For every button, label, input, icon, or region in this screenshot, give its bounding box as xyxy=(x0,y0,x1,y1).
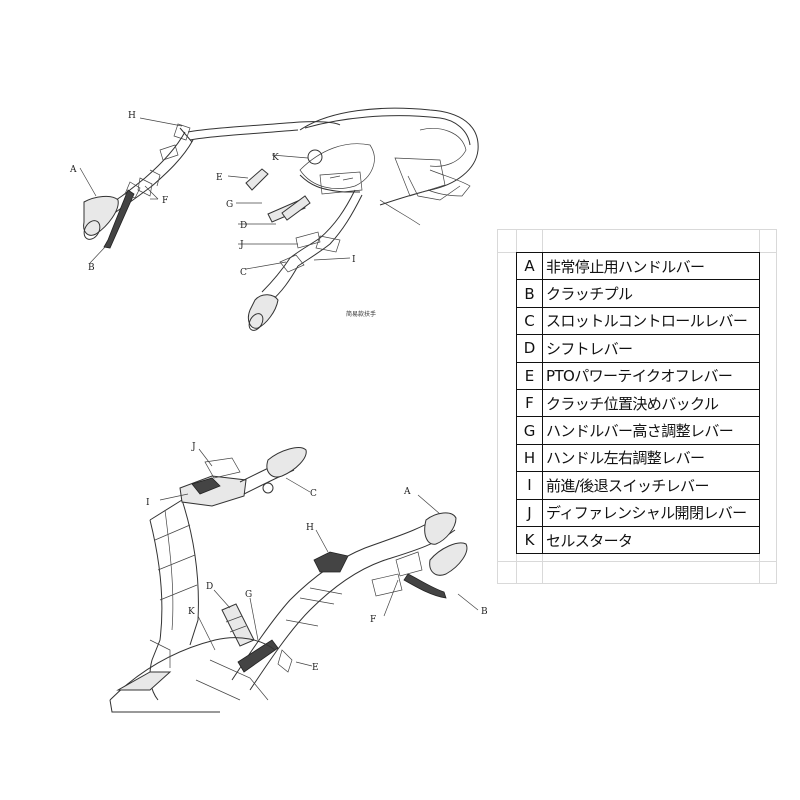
bottom-callout-J: J xyxy=(191,442,196,452)
bottom-callout-F: F xyxy=(370,615,376,625)
bottom-callout-A: A xyxy=(403,487,411,497)
bottom-tiller-handle-diagram: J I C A H D G K F B E xyxy=(109,442,488,713)
top-tiller-handle-diagram: H K E A F G D J B C I 简易款扶手 xyxy=(69,107,479,331)
legend-key: D xyxy=(516,334,543,363)
top-callout-A: A xyxy=(69,165,77,175)
bottom-callout-K: K xyxy=(188,607,195,617)
legend-key: H xyxy=(516,443,543,473)
top-callout-J: J xyxy=(239,240,244,250)
legend-label: ハンドルバー高さ調整レバー xyxy=(542,416,760,445)
legend-key: G xyxy=(516,416,543,445)
bottom-callout-E: E xyxy=(312,663,319,673)
legend-label: ディファレンシャル開閉レバー xyxy=(542,498,760,527)
legend-label: スロットルコントロールレバー xyxy=(542,306,760,336)
legend-label: ハンドル左右調整レバー xyxy=(542,443,760,473)
legend-key: C xyxy=(516,306,543,336)
top-callout-F: F xyxy=(162,196,168,206)
bottom-callout-G: G xyxy=(245,590,252,600)
top-callout-I: I xyxy=(352,255,356,265)
legend-label: シフトレバー xyxy=(542,334,760,363)
top-callout-E: E xyxy=(216,173,223,183)
legend-label: セルスタータ xyxy=(542,525,760,555)
legend-key: B xyxy=(516,279,543,308)
legend-key: F xyxy=(516,388,543,418)
bottom-callout-C: C xyxy=(310,489,317,499)
top-callout-H: H xyxy=(128,111,136,121)
legend-key: I xyxy=(516,471,543,500)
legend-label: 非常停止用ハンドルバー xyxy=(542,251,760,281)
bottom-callout-B: B xyxy=(481,607,488,617)
top-callout-K: K xyxy=(272,153,279,163)
legend-label: 前進/後退スイッチレバー xyxy=(542,471,760,500)
top-callout-G: G xyxy=(226,200,233,210)
top-callout-D: D xyxy=(240,221,247,231)
bottom-callout-H: H xyxy=(306,523,314,533)
legend-key: A xyxy=(516,251,543,281)
legend-key: K xyxy=(516,525,543,555)
legend-label: PTOパワーテイクオフレバー xyxy=(542,361,760,390)
top-callout-B: B xyxy=(88,263,95,273)
top-diagram-caption: 简易款扶手 xyxy=(346,310,376,318)
legend-key: E xyxy=(516,361,543,390)
legend-key: J xyxy=(516,498,543,527)
legend-label: クラッチプル xyxy=(542,279,760,308)
legend-label: クラッチ位置決めバックル xyxy=(542,388,760,418)
bottom-callout-D: D xyxy=(206,582,213,592)
bottom-callout-I: I xyxy=(146,498,150,508)
top-callout-C: C xyxy=(240,268,247,278)
